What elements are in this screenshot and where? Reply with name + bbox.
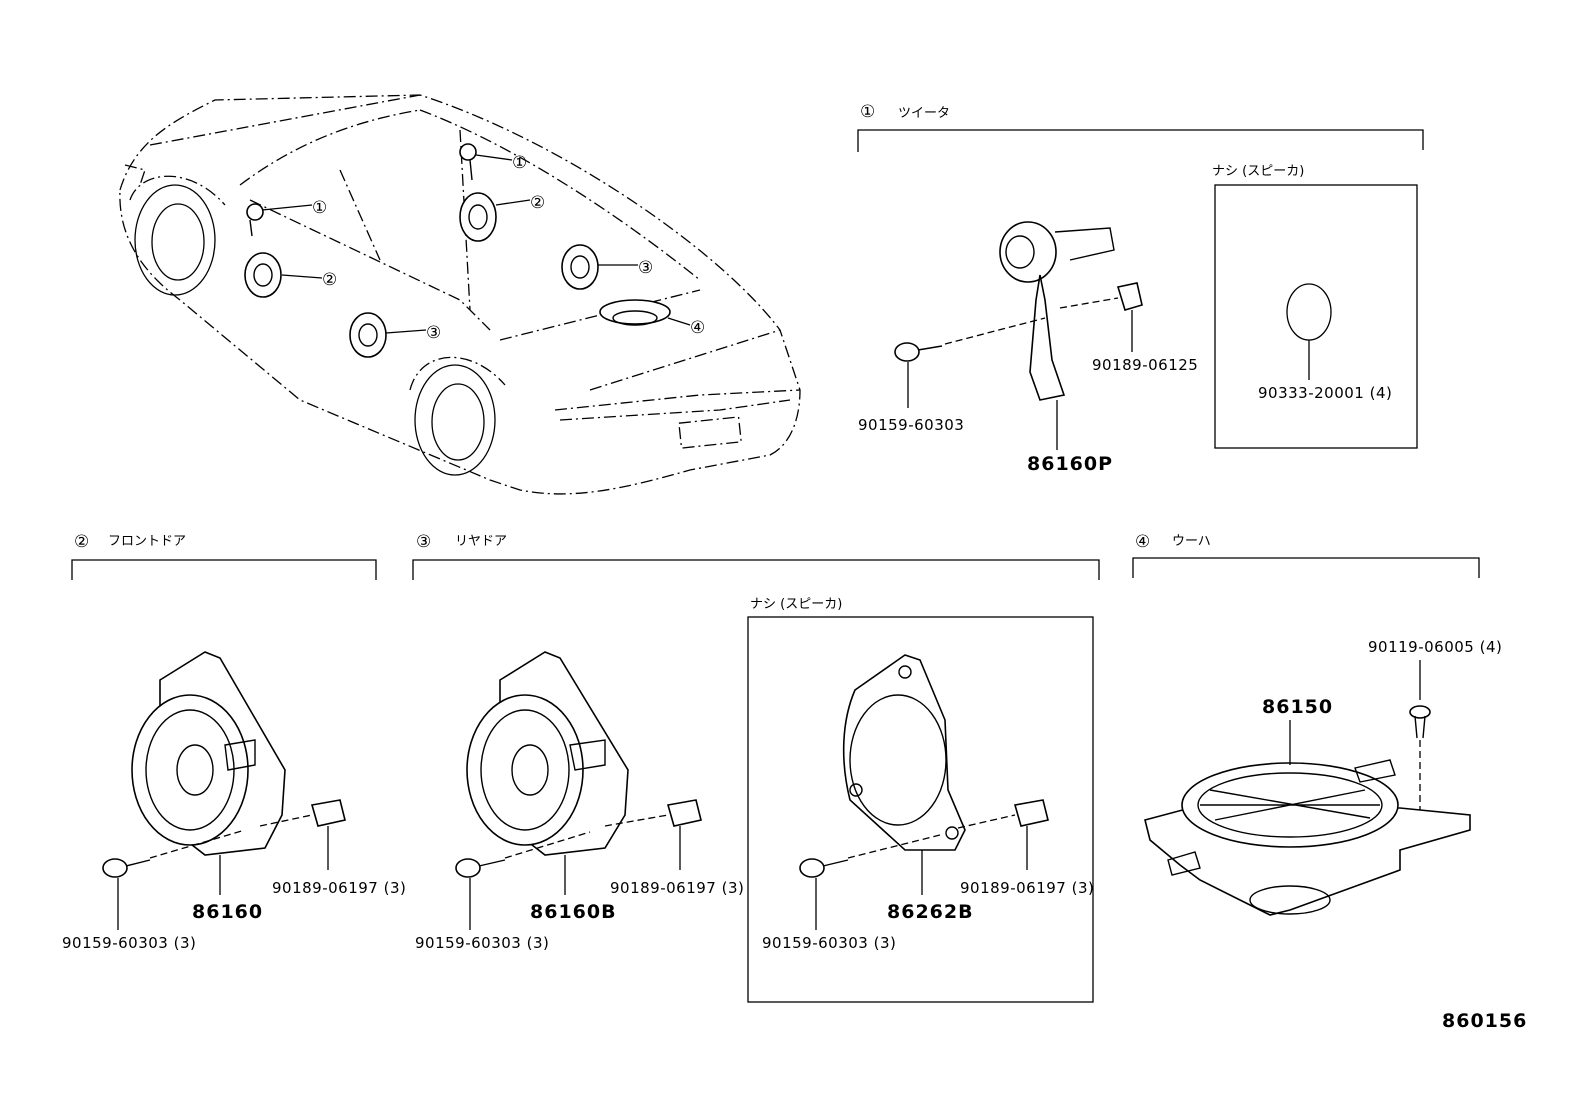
tweeter-subbox-title: ナシ (スピーカ) [1212,164,1304,179]
tweeter-bracket [857,129,1424,152]
rear-door-screw-shape [455,858,506,878]
car-callout-1a: ① [312,198,327,218]
car-callout-1b: ① [512,153,527,173]
woofer-bracket [1132,557,1480,578]
rear-door-clip-shape [666,799,702,827]
section-tweeter: ① ツイータ ナシ (スピーカ) 90333-20001 (4) 90159-6… [857,102,1424,475]
car-callout-2a: ② [322,270,337,290]
tweeter-section-number: ① [860,102,875,122]
car-callout-2b: ② [530,193,545,213]
part-90189-06197-rear: 90189-06197 (3) [610,879,744,897]
part-90189-06197-front: 90189-06197 (3) [272,879,406,897]
part-90119-06005: 90119-06005 (4) [1368,638,1502,656]
part-86160B: 86160B [530,901,617,923]
car-tweeter-front-icon [246,203,264,237]
car-overview: ① ② ③ ① ② ③ ④ [119,94,801,495]
tweeter-screw-shape [894,342,943,362]
rear-door-section-title: リヤドア [455,534,507,549]
front-door-section-title: フロントドア [108,534,186,549]
front-door-section-number: ② [74,532,89,552]
tweeter-speaker-shape [999,221,1115,401]
part-86150: 86150 [1262,696,1333,718]
tweeter-section-title: ツイータ [898,106,950,121]
section-rear-door: ③ リヤドア 90159-60303 (3) 86160B 90189-0619… [412,532,1100,1003]
rear-door-speaker-shape [466,651,629,856]
front-door-speaker-shape [131,651,286,856]
rear-plate-shape [842,654,966,851]
tweeter-subbox [1214,184,1418,449]
rear-nashi-screw-shape [799,858,849,878]
woofer-bolt-shape [1409,705,1431,739]
part-90159-60303-rear: 90159-60303 (3) [415,934,549,952]
car-front-door-speaker-icon-2 [459,192,497,242]
rear-nashi-clip-shape [1013,799,1049,827]
rear-nashi-box [747,616,1094,1003]
car-tweeter-rear-icon [459,143,477,181]
part-90189-06125: 90189-06125 [1092,356,1198,374]
rear-door-section-number: ③ [416,532,431,552]
car-woofer-icon [599,299,671,326]
part-86262B: 86262B [887,901,974,923]
section-front-door: ② フロントドア 90159-60303 (3) 86160 90189-061… [62,532,406,952]
car-callout-4: ④ [690,318,705,338]
section-woofer: ④ ウーハ 90119-06005 (4) 86150 [1132,532,1502,916]
front-door-clip-shape [310,799,346,827]
part-90333-20001: 90333-20001 (4) [1258,384,1392,402]
gasket-shape [1286,283,1332,341]
woofer-section-number: ④ [1135,532,1150,552]
part-90159-60303-front: 90159-60303 (3) [62,934,196,952]
front-door-bracket [71,559,377,580]
car-front-door-speaker-icon [244,252,282,298]
front-door-screw-shape [102,858,151,878]
car-callout-3b: ③ [638,258,653,278]
part-90159-60303-tweeter: 90159-60303 [858,416,964,434]
rear-nashi-title: ナシ (スピーカ) [750,597,842,612]
part-86160P: 86160P [1027,453,1113,475]
diagram-id: 860156 [1442,1010,1527,1032]
car-callout-3a: ③ [426,323,441,343]
part-90159-60303-nashi: 90159-60303 (3) [762,934,896,952]
tweeter-clip-shape [1116,282,1143,311]
part-86160: 86160 [192,901,263,923]
rear-door-bracket [412,559,1100,580]
woofer-section-title: ウーハ [1172,534,1211,549]
woofer-speaker-shape [1144,759,1471,916]
car-rear-door-speaker-icon-2 [561,244,599,290]
part-90189-06197-nashi: 90189-06197 (3) [960,879,1094,897]
car-rear-door-speaker-icon [349,312,387,358]
